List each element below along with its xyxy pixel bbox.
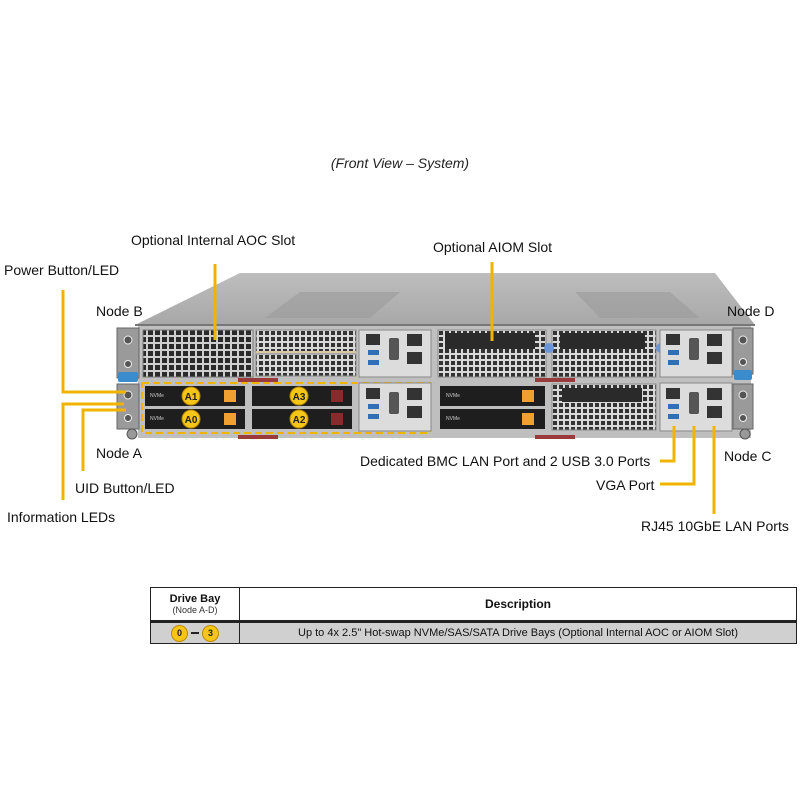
leader-power-button xyxy=(61,290,126,394)
power-button-icon xyxy=(123,335,133,345)
drive-badge-a0 xyxy=(181,409,201,429)
nvme-tag: NVMe xyxy=(446,416,460,422)
nvme-tag: NVMe xyxy=(150,416,164,422)
label-node-a: Node A xyxy=(96,445,142,461)
header-drive-bay-sub: (Node A-D) xyxy=(172,604,218,615)
label-optional-internal-aoc-slot: Optional Internal AOC Slot xyxy=(131,232,296,248)
nvme-tag: NVMe xyxy=(150,393,164,399)
leader-lines xyxy=(61,262,716,514)
leader-information-leds xyxy=(61,402,124,500)
right-control-ear-node-d xyxy=(732,327,754,375)
label-node-b: Node B xyxy=(96,303,143,319)
drive-badge-a3 xyxy=(289,386,309,406)
drive-badge-a2 xyxy=(289,409,309,429)
drive-badge-label: A3 xyxy=(293,392,306,403)
drive-badge-label: A1 xyxy=(185,392,198,403)
label-bmc-lan-usb: Dedicated BMC LAN Port and 2 USB 3.0 Por… xyxy=(360,453,651,469)
left-control-ear-node-a xyxy=(116,383,140,430)
leader-uid-button xyxy=(81,408,126,471)
label-vga-port: VGA Port xyxy=(596,477,655,493)
label-power-button-led: Power Button/LED xyxy=(4,262,120,278)
label-optional-aiom-slot: Optional AIOM Slot xyxy=(433,239,553,255)
bay-badge-end: 3 xyxy=(202,624,219,642)
leader-bmc-usb xyxy=(660,426,676,463)
label-node-d: Node D xyxy=(727,303,775,319)
node-b-pcie-slot-1 xyxy=(255,329,357,353)
bay-badge-start: 0 xyxy=(171,624,188,642)
nvme-tag: NVMe xyxy=(446,393,460,399)
figure-caption: (Front View – System) xyxy=(330,155,470,171)
cell-description: Up to 4x 2.5" Hot-swap NVMe/SAS/SATA Dri… xyxy=(239,621,797,644)
label-uid-button-led: UID Button/LED xyxy=(75,480,175,496)
drive-badge-a1 xyxy=(181,386,201,406)
leader-vga xyxy=(660,426,696,486)
drive-badge-label: A0 xyxy=(185,415,198,426)
label-rj45-lan-ports: RJ45 10GbE LAN Ports xyxy=(641,518,789,534)
header-description: Description xyxy=(239,587,797,623)
drive-badges: A1 A0 A3 A2 NVMe NVMe NVMe NVMe xyxy=(150,386,460,429)
range-dash xyxy=(191,632,199,634)
label-node-c: Node C xyxy=(724,448,772,464)
node-b-aoc-slot xyxy=(142,329,254,378)
drive-badge-label: A2 xyxy=(293,415,306,426)
node-b-pcie-slot-2 xyxy=(255,353,357,377)
label-information-leds: Information LEDs xyxy=(7,509,116,525)
header-drive-bay-title: Drive Bay xyxy=(169,592,221,605)
header-drive-bay: Drive Bay(Node A-D) xyxy=(150,587,240,623)
